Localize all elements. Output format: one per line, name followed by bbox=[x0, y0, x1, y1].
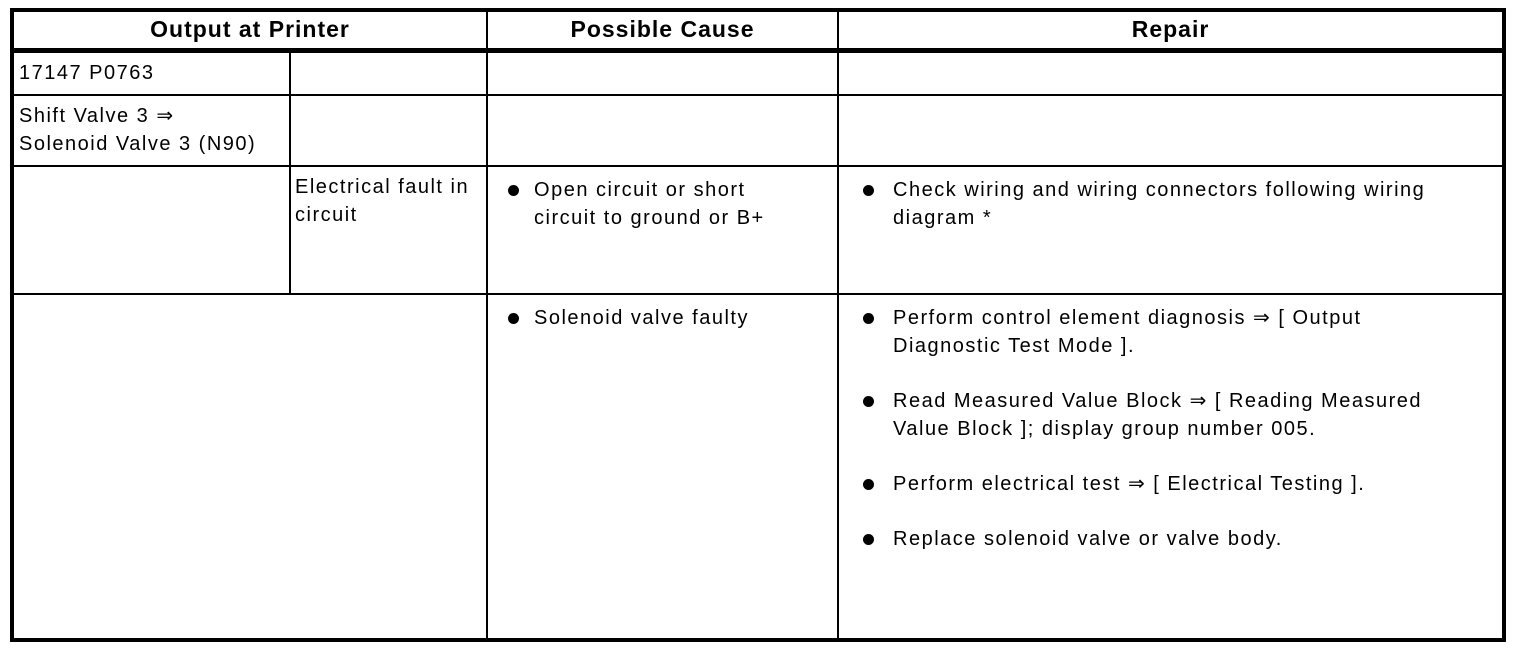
bullet-icon bbox=[863, 312, 875, 324]
empty-cell bbox=[10, 292, 489, 641]
component-line-1: Shift Valve 3 ⇒ bbox=[19, 104, 175, 127]
header-repair: Repair bbox=[837, 9, 1505, 53]
list-item: Open circuit or short circuit to ground … bbox=[488, 176, 837, 232]
empty-cell bbox=[837, 93, 1505, 167]
fault-label-cell: Electrical fault in circuit bbox=[288, 164, 489, 295]
component-line-2: Solenoid Valve 3 (N90) bbox=[19, 132, 257, 155]
repair-cell: Check wiring and wiring connectors follo… bbox=[837, 164, 1505, 295]
component-cell: Shift Valve 3 ⇒ Solenoid Valve 3 (N90) bbox=[11, 93, 291, 167]
dtc-code: 17147 P0763 bbox=[19, 62, 155, 84]
diagnostic-table: Output at Printer Possible Cause Repair … bbox=[10, 8, 1506, 642]
empty-cell bbox=[486, 93, 840, 167]
empty-cell bbox=[288, 49, 489, 96]
row-solenoid-fault: Solenoid valve faulty Perform control el… bbox=[10, 292, 1505, 641]
dtc-code-cell: 17147 P0763 bbox=[11, 49, 291, 96]
row-component: Shift Valve 3 ⇒ Solenoid Valve 3 (N90) bbox=[11, 93, 1505, 167]
list-item: Replace solenoid valve or valve body. bbox=[839, 525, 1502, 553]
repair-text: Replace solenoid valve or valve body. bbox=[893, 527, 1283, 550]
empty-cell bbox=[11, 164, 291, 295]
bullet-icon bbox=[863, 395, 875, 407]
row-dtc: 17147 P0763 bbox=[11, 49, 1505, 96]
bullet-icon bbox=[863, 184, 875, 196]
bullet-icon bbox=[863, 478, 875, 490]
cause-text: Open circuit or short circuit to ground … bbox=[534, 178, 765, 229]
list-item: Check wiring and wiring connectors follo… bbox=[839, 176, 1502, 232]
list-item: Perform electrical test ⇒ [ Electrical T… bbox=[839, 470, 1502, 498]
list-item: Read Measured Value Block ⇒ [ Reading Me… bbox=[839, 387, 1502, 443]
header-possible-cause: Possible Cause bbox=[486, 9, 840, 53]
bullet-icon bbox=[508, 184, 520, 196]
list-item: Perform control element diagnosis ⇒ [ Ou… bbox=[839, 304, 1502, 360]
repair-list-cell: Perform control element diagnosis ⇒ [ Ou… bbox=[837, 292, 1505, 641]
empty-cell bbox=[288, 93, 489, 167]
row-electrical-fault: Electrical fault in circuit Open circuit… bbox=[11, 164, 1505, 295]
header-row: Output at Printer Possible Cause Repair bbox=[10, 9, 1505, 53]
repair-text: Perform control element diagnosis ⇒ [ Ou… bbox=[893, 306, 1362, 357]
empty-cell bbox=[486, 49, 840, 96]
bullet-icon bbox=[508, 312, 520, 324]
header-output-at-printer: Output at Printer bbox=[10, 9, 489, 53]
cause-cell: Solenoid valve faulty bbox=[486, 292, 840, 641]
empty-cell bbox=[837, 49, 1505, 96]
list-item: Solenoid valve faulty bbox=[488, 304, 837, 332]
repair-text: Perform electrical test ⇒ [ Electrical T… bbox=[893, 472, 1366, 495]
repair-text: Read Measured Value Block ⇒ [ Reading Me… bbox=[893, 389, 1422, 440]
fault-label: Electrical fault in circuit bbox=[295, 175, 470, 226]
repair-text: Check wiring and wiring connectors follo… bbox=[893, 178, 1426, 229]
cause-text: Solenoid valve faulty bbox=[534, 306, 749, 329]
bullet-icon bbox=[863, 533, 875, 545]
cause-cell: Open circuit or short circuit to ground … bbox=[486, 164, 840, 295]
